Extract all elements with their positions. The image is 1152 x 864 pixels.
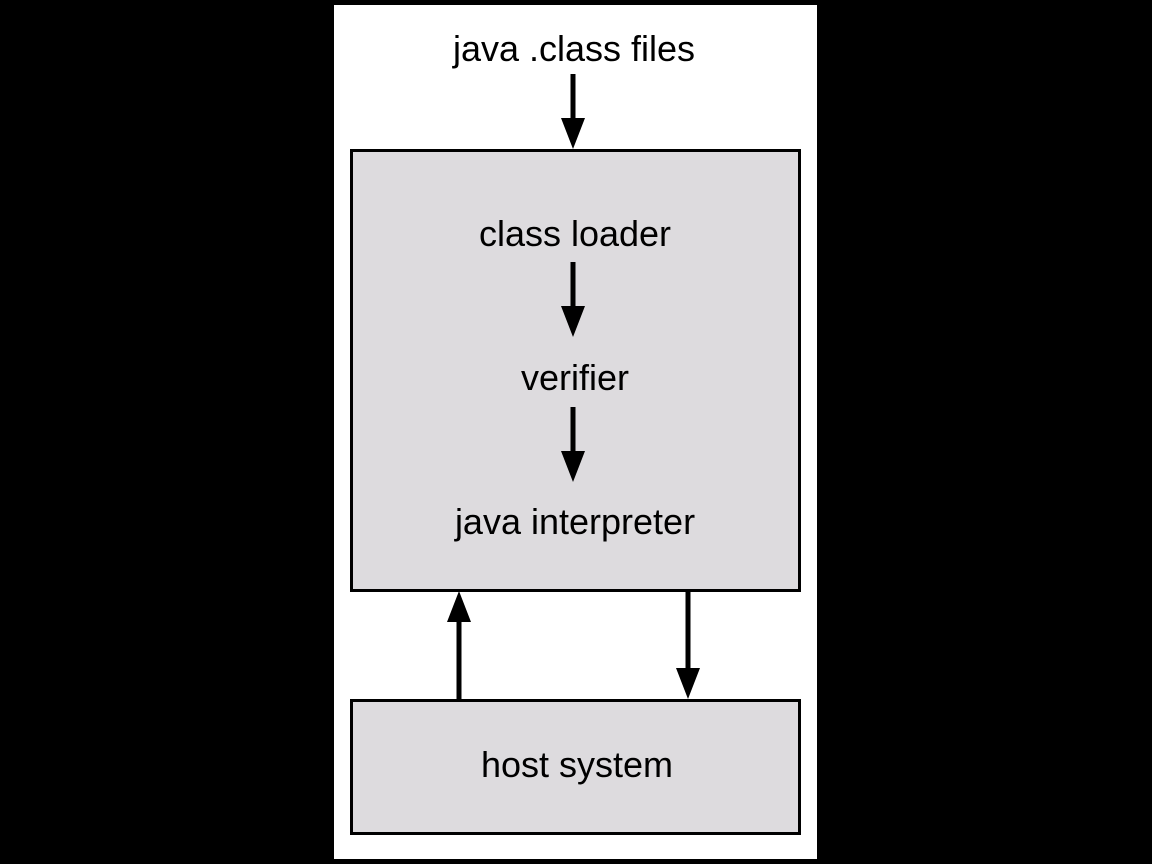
arrow-loader-to-verifier <box>561 262 585 337</box>
host-system-label: host system <box>480 744 674 785</box>
arrow-verifier-to-interpreter <box>561 407 585 482</box>
java-virtual-machine-box <box>350 149 801 592</box>
class-loader-label: class loader <box>478 213 672 254</box>
arrow-host-to-jvm <box>447 591 471 699</box>
java-class-files-label: java .class files <box>452 28 696 69</box>
java-interpreter-label: java interpreter <box>454 501 696 542</box>
verifier-label: verifier <box>520 357 630 398</box>
arrow-jvm-to-host <box>676 592 700 699</box>
arrow-into-class-loader <box>561 74 585 149</box>
host-system-box <box>350 699 801 835</box>
